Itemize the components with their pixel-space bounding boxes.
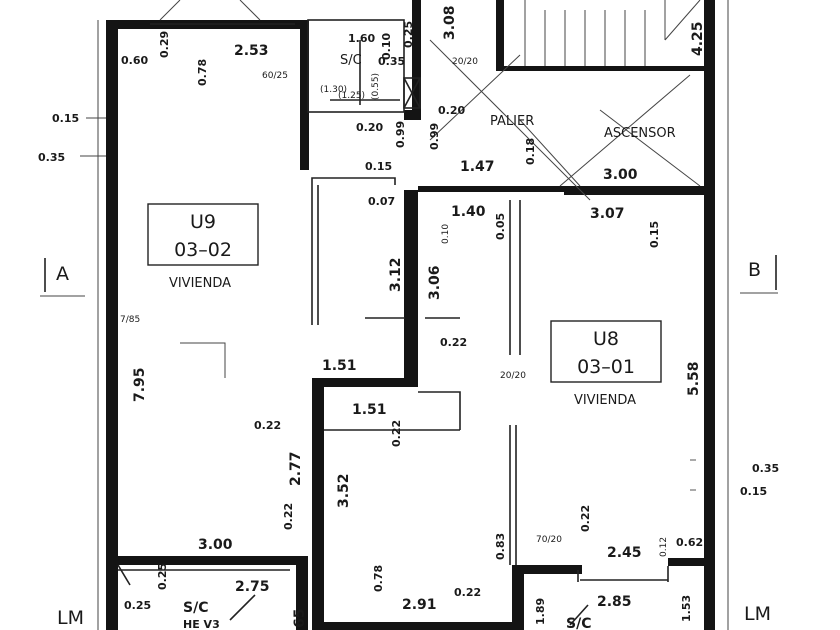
dim-025b: 0.25: [156, 563, 169, 590]
dim-160: 1.60: [348, 32, 375, 45]
dim-125: (1.25): [338, 91, 365, 101]
dim-151b: 1.51: [352, 402, 387, 418]
dim-078a: 0.78: [196, 59, 209, 86]
note-6025: 60/25: [262, 71, 288, 81]
dim-151a: 1.51: [322, 358, 357, 374]
dim-020b: 0.20: [438, 104, 465, 117]
dim-3087: 3.08: [442, 5, 458, 40]
dim-025a: 0.25: [402, 21, 415, 48]
axis-b: B: [748, 259, 761, 281]
dim-245: 2.45: [607, 545, 642, 561]
dim-425: 4.25: [690, 21, 706, 56]
dim-130: (1.30): [320, 85, 347, 95]
unit-u8-code: 03–01: [577, 356, 635, 378]
dim-060: 0.60: [121, 54, 148, 67]
dim-022c: 0.22: [254, 419, 281, 432]
unit-labels: U9 03–02 VIVIENDA U8 03–01 VIVIENDA: [169, 211, 636, 408]
room-ascensor: ASCENSOR: [604, 126, 676, 141]
dim-306: 3.06: [427, 265, 443, 300]
dim-083: 0.83: [494, 533, 507, 560]
walls: [106, 0, 715, 630]
dim-015-right: 0.15: [740, 485, 767, 498]
dim-153: 1.53: [680, 595, 693, 622]
room-service-bottom-right: S/C: [566, 616, 591, 630]
dim-099b: 0.99: [428, 123, 441, 150]
dim-015b: 0.15: [365, 160, 392, 173]
dim-007: 0.07: [368, 195, 395, 208]
room-service-left-code: HE V3: [183, 618, 220, 630]
dim-312: 3.12: [388, 257, 404, 292]
dim-285: 2.85: [597, 594, 632, 610]
dim-022a: 0.22: [440, 336, 467, 349]
dim-062: 0.62: [676, 536, 703, 549]
dim-015-left: 0.15: [52, 112, 79, 125]
dim-035a: 0.35: [378, 55, 405, 68]
room-service-left: S/C: [183, 600, 208, 616]
unit-u9-use: VIVIENDA: [169, 276, 231, 291]
dim-015c: 0.15: [648, 221, 661, 248]
axis-lm-left: LM: [57, 607, 84, 629]
dim-307: 3.07: [590, 206, 625, 222]
unit-box-u8: [550, 320, 662, 383]
dim-140: 1.40: [451, 204, 486, 220]
note-785: 7/85: [120, 315, 140, 325]
dim-018: 0.18: [524, 138, 537, 165]
note-2020b: 20/20: [500, 371, 526, 381]
axis-lm-right: LM: [744, 603, 771, 625]
dim-189: 1.89: [534, 598, 547, 625]
unit-box-u9: [147, 203, 259, 266]
dim-029: 0.29: [158, 31, 171, 58]
dim-291: 2.91: [402, 597, 437, 613]
dim-020a: 0.20: [356, 121, 383, 134]
room-palier: PALIER: [490, 114, 534, 129]
dim-055: (0.55): [371, 73, 381, 100]
dim-275: 2.75: [235, 579, 270, 595]
dimensions: 0.60 0.29 0.78 2.53 1.60 0.10 0.35 0.25 …: [38, 5, 779, 628]
dim-025c: 0.25: [124, 599, 151, 612]
dim-099a: 0.99: [394, 121, 407, 148]
dim-300-top: 3.00: [603, 167, 638, 183]
dim-035-right: 0.35: [752, 462, 779, 475]
thin-lines: [40, 0, 778, 630]
axis-a: A: [56, 263, 69, 285]
dim-300-bottom: 3.00: [198, 537, 233, 553]
dim-022d: 0.22: [282, 503, 295, 530]
dim-558: 5.58: [686, 361, 702, 396]
note-2020a: 20/20: [452, 57, 478, 67]
dim-147: 1.47: [460, 159, 495, 175]
stair-treads: [524, 0, 701, 66]
dim-035-left: 0.35: [38, 151, 65, 164]
dim-010: 0.10: [380, 33, 393, 60]
dim-012: 0.12: [659, 537, 669, 557]
unit-u9-code: 03–02: [174, 239, 232, 261]
dim-277: 2.77: [288, 451, 304, 486]
dim-253: 2.53: [234, 43, 269, 59]
unit-u8-id: U8: [593, 328, 619, 350]
axis-labels: A B LM LM: [56, 259, 771, 629]
dim-065: 65: [292, 609, 308, 628]
unit-u9-id: U9: [190, 211, 216, 233]
room-labels: PALIER ASCENSOR S/C S/C HE V3 S/C: [183, 53, 676, 630]
notes: 60/25 20/20 20/20 70/20 7/85: [120, 57, 562, 545]
dim-010b: 0.10: [441, 224, 451, 244]
dim-352: 3.52: [336, 473, 352, 508]
note-7020: 70/20: [536, 535, 562, 545]
dim-022f: 0.22: [579, 505, 592, 532]
dim-022b: 0.22: [390, 420, 403, 447]
dim-005: 0.05: [494, 213, 507, 240]
dim-078b: 0.78: [372, 565, 385, 592]
room-service-top: S/C: [340, 53, 362, 68]
dim-795: 7.95: [132, 367, 148, 402]
dim-022e: 0.22: [454, 586, 481, 599]
unit-u8-use: VIVIENDA: [574, 393, 636, 408]
